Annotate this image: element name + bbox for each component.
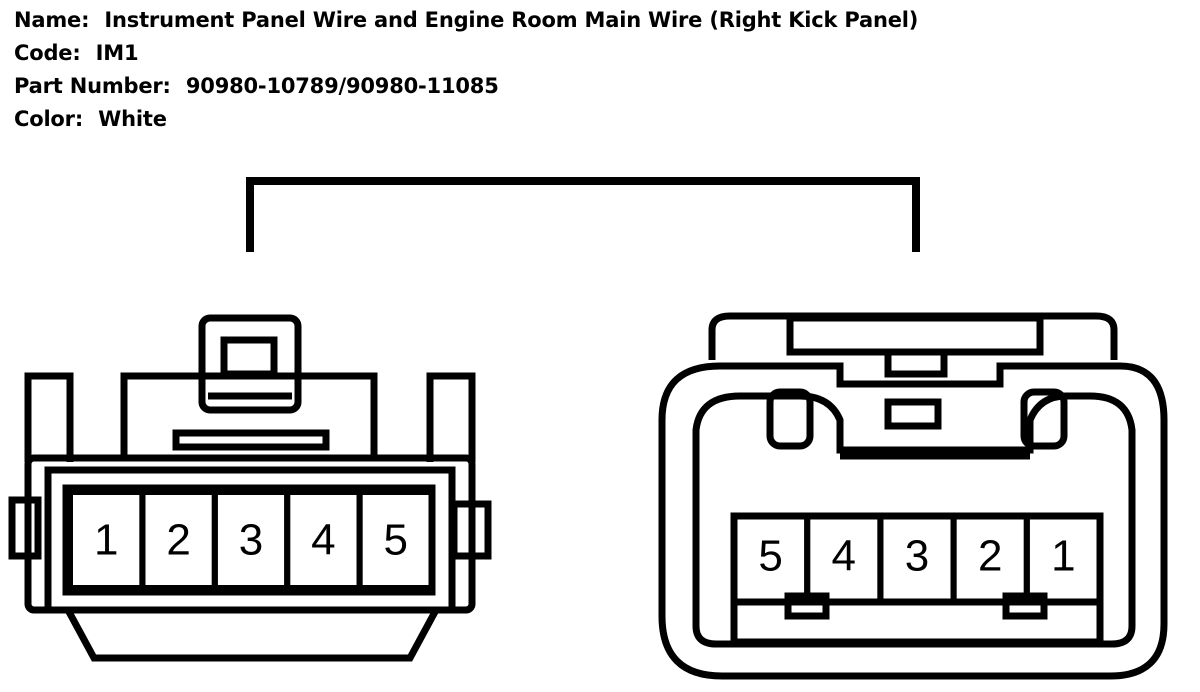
left-connector-bottom xyxy=(64,608,440,662)
left-lock-window xyxy=(220,336,278,378)
left-connector xyxy=(8,314,492,662)
right-inner-body xyxy=(692,392,1136,648)
code-label: Code: xyxy=(14,41,81,65)
right-top-tab xyxy=(884,348,948,378)
right-center-key xyxy=(884,398,942,430)
right-pin-label-5: 5 xyxy=(758,532,782,581)
left-pin-label-2: 2 xyxy=(166,516,190,565)
left-pin-label-3: 3 xyxy=(239,516,263,565)
right-connector-shell xyxy=(658,362,1168,680)
pairing-bracket xyxy=(246,177,920,252)
left-connector-inner xyxy=(44,466,456,614)
right-connector xyxy=(658,312,1168,680)
right-pin-cavity-1 xyxy=(1023,513,1104,605)
right-pin-label-1: 1 xyxy=(1051,532,1075,581)
part-number-row: Part Number: 90980-10789/90980-11085 xyxy=(14,70,918,103)
left-connector-body-right-post xyxy=(426,372,476,462)
left-pin-label-4: 4 xyxy=(311,516,335,565)
left-pin-label-5: 5 xyxy=(384,516,408,565)
part-number-value: 90980-10789/90980-11085 xyxy=(185,74,499,98)
color-row: Color: White xyxy=(14,103,918,136)
right-latch-left xyxy=(766,388,814,450)
part-number-label: Part Number: xyxy=(14,74,171,98)
right-latch-right xyxy=(1020,388,1068,450)
color-value: White xyxy=(98,107,167,131)
left-lock-tab xyxy=(198,314,302,414)
right-pin-label-4: 4 xyxy=(832,532,856,581)
right-pin-label-3: 3 xyxy=(905,532,929,581)
right-top-inner xyxy=(786,314,1044,356)
right-pin-label-2: 2 xyxy=(978,532,1002,581)
code-row: Code: IM1 xyxy=(14,37,918,70)
left-pin-label-1: 1 xyxy=(94,516,118,565)
left-connector-body xyxy=(24,372,74,462)
name-row: Name: Instrument Panel Wire and Engine R… xyxy=(14,4,918,37)
name-value: Instrument Panel Wire and Engine Room Ma… xyxy=(104,8,919,32)
left-top-slot xyxy=(172,429,330,451)
connector-info: Name: Instrument Panel Wire and Engine R… xyxy=(14,4,918,136)
name-label: Name: xyxy=(14,8,90,32)
color-label: Color: xyxy=(14,107,84,131)
left-pin-cavity-5 xyxy=(356,489,436,591)
code-value: IM1 xyxy=(95,41,139,65)
